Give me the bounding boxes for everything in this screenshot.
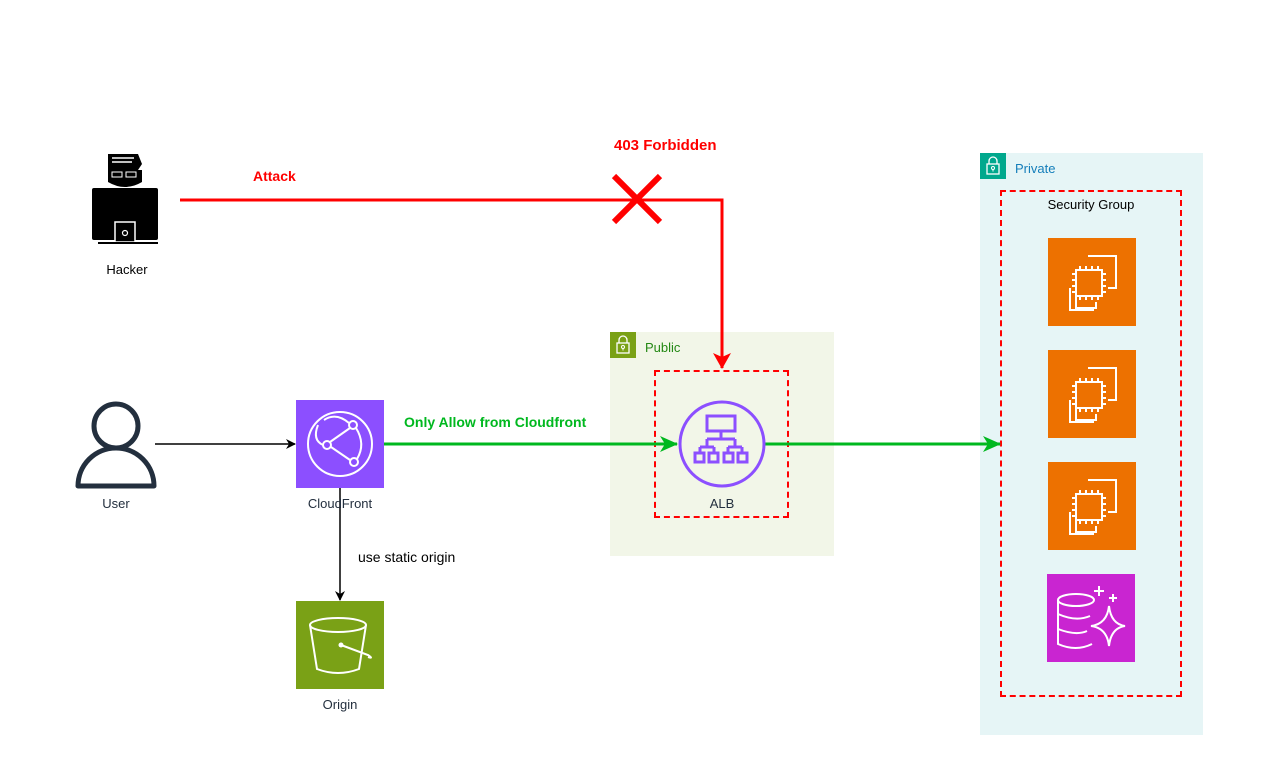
hacker-label: Hacker bbox=[106, 262, 148, 277]
load-balancer-icon bbox=[678, 400, 766, 488]
forbidden-label: 403 Forbidden bbox=[614, 137, 717, 154]
security-group-title: Security Group bbox=[1047, 197, 1135, 212]
origin-label: Origin bbox=[322, 697, 358, 712]
alb-label: ALB bbox=[709, 496, 735, 511]
user-label: User bbox=[102, 496, 130, 511]
private-zone-title: Private bbox=[1015, 161, 1056, 176]
aurora-database-icon bbox=[1047, 574, 1135, 662]
static-origin-label: use static origin bbox=[358, 549, 456, 565]
attack-label: Attack bbox=[253, 168, 296, 184]
hacker-icon bbox=[90, 150, 160, 245]
x-blocked-icon bbox=[610, 172, 664, 226]
private-security-group bbox=[1000, 190, 1182, 697]
cloudfront-icon bbox=[296, 400, 384, 488]
attack-edge bbox=[180, 198, 731, 369]
user-icon bbox=[75, 400, 157, 490]
allow-label: Only Allow from Cloudfront bbox=[404, 414, 587, 430]
public-zone-title: Public bbox=[645, 340, 681, 355]
s3-bucket-icon bbox=[296, 601, 384, 689]
ec2-instance-icon bbox=[1048, 350, 1136, 438]
lock-icon bbox=[980, 153, 1006, 179]
lock-icon bbox=[610, 332, 636, 358]
ec2-instance-icon bbox=[1048, 238, 1136, 326]
cloudfront-label: CloudFront bbox=[307, 496, 373, 511]
ec2-instance-icon bbox=[1048, 462, 1136, 550]
